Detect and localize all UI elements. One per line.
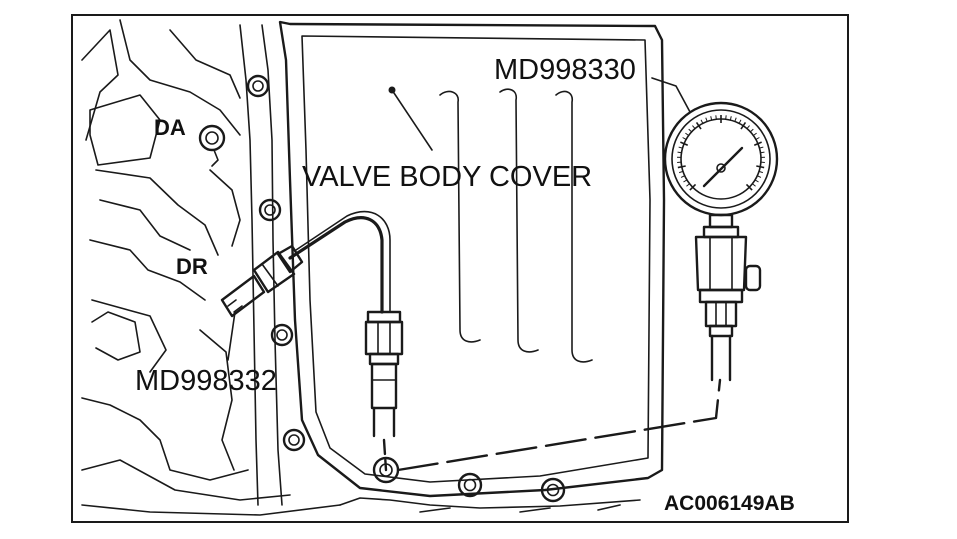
gauge-tick <box>680 141 689 146</box>
gauge-tick <box>752 183 756 187</box>
gauge-tool-label: MD998330 <box>494 54 636 86</box>
valve-body-cover <box>278 20 666 513</box>
connection-dashed-line <box>382 378 722 472</box>
gauge-tick <box>729 116 732 121</box>
gauge-tick <box>688 128 692 133</box>
gauge-tick <box>689 183 697 191</box>
gauge-tick <box>750 128 754 133</box>
transmission-case <box>81 19 341 516</box>
adapter-tool-label: MD998332 <box>135 365 277 397</box>
gauge-tick <box>682 137 687 140</box>
gauge-tick <box>757 175 762 178</box>
gauge-tick <box>686 183 690 187</box>
gauge-tick <box>695 121 702 130</box>
gauge-tick <box>759 146 764 149</box>
gauge-tick <box>685 132 689 136</box>
pressure-hose <box>288 210 391 314</box>
da-port-plug <box>198 124 226 167</box>
valve-body-cover-label: VALVE BODY COVER <box>302 161 592 193</box>
gauge-tick <box>680 175 685 178</box>
gauge-tick <box>734 117 737 122</box>
gauge-tick <box>756 165 765 169</box>
gauge-tick <box>738 119 742 124</box>
gauge-scale-ticks <box>677 115 765 191</box>
hose-fitting <box>364 310 404 438</box>
gauge-tick <box>758 170 764 174</box>
adapter-md998332 <box>220 244 304 318</box>
gauge-tick <box>677 151 682 154</box>
gauge-tick <box>755 137 760 140</box>
pressure-gauge-md998330 <box>663 101 779 382</box>
gauge-tick <box>678 146 683 149</box>
gauge-tick <box>710 116 713 121</box>
gauge-tick <box>760 151 765 154</box>
gauge-tick <box>683 179 688 183</box>
figure-code-label: AC006149AB <box>664 492 795 515</box>
gauge-tick <box>678 170 684 174</box>
port-dr-label: DR <box>176 254 208 279</box>
gauge-tick <box>746 125 750 129</box>
gauge-tick <box>692 125 696 129</box>
gauge-tick <box>745 183 753 191</box>
port-da-label: DA <box>154 115 186 140</box>
gauge-tick <box>705 117 708 122</box>
gauge-tick <box>753 141 762 146</box>
gauge-tick <box>740 121 747 130</box>
gauge-tick <box>753 132 757 136</box>
gauge-tick <box>677 165 686 169</box>
leader-lines <box>227 77 691 361</box>
gauge-tick <box>700 119 704 124</box>
gauge-tick <box>754 179 759 183</box>
gauge-needle <box>702 146 744 188</box>
